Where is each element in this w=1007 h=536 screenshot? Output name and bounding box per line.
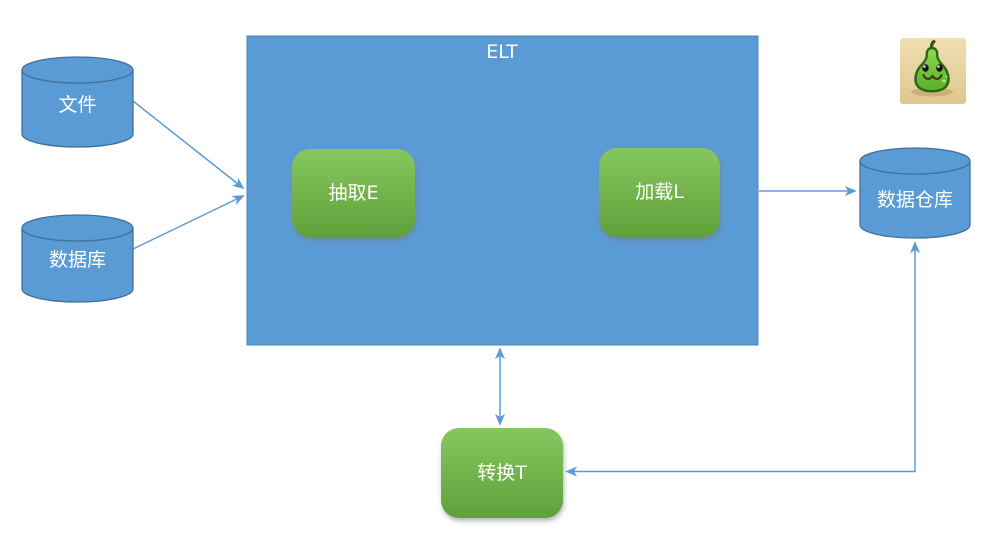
file-cylinder-body [21,70,134,148]
node-transform: 转换T [441,428,563,518]
database-label: 数据库 [49,249,106,271]
pear-mouth [922,74,943,80]
node-file: 文件 [21,56,134,148]
edge-warehouse-transform-double [565,241,921,477]
extract-box [292,149,415,237]
node-warehouse: 数据仓库 [859,147,971,239]
transform-box [441,428,563,518]
file-label: 文件 [58,94,96,116]
pear-stem [929,39,936,50]
pear-shine-spot-small [945,75,948,78]
pear-left-eye-glint [923,65,926,68]
edge-file-to-elt [132,100,245,190]
pear-mascot-icon [900,38,966,104]
node-database: 数据库 [21,214,134,303]
load-box [599,148,720,237]
database-cylinder-top [21,214,134,242]
node-extract: 抽取E [292,149,415,237]
warehouse-label: 数据仓库 [877,189,953,211]
warehouse-cylinder-top [859,147,971,175]
pear-right-eye [936,64,943,72]
pear-left-eye [922,64,929,72]
connector-layer [132,100,921,477]
transform-label: 转换T [477,462,527,484]
pear-right-eye-glint [937,65,940,68]
elt-container-label: ELT [486,41,518,63]
edge-database-to-elt [132,195,245,250]
pear-shine-spot [942,79,946,83]
load-label: 加载L [635,181,684,203]
pear-body [914,46,950,93]
extract-label: 抽取E [328,182,378,204]
file-cylinder-top [21,56,134,84]
node-load: 加载L [599,148,720,237]
warehouse-cylinder-body [859,161,971,239]
database-cylinder-body [21,228,134,303]
